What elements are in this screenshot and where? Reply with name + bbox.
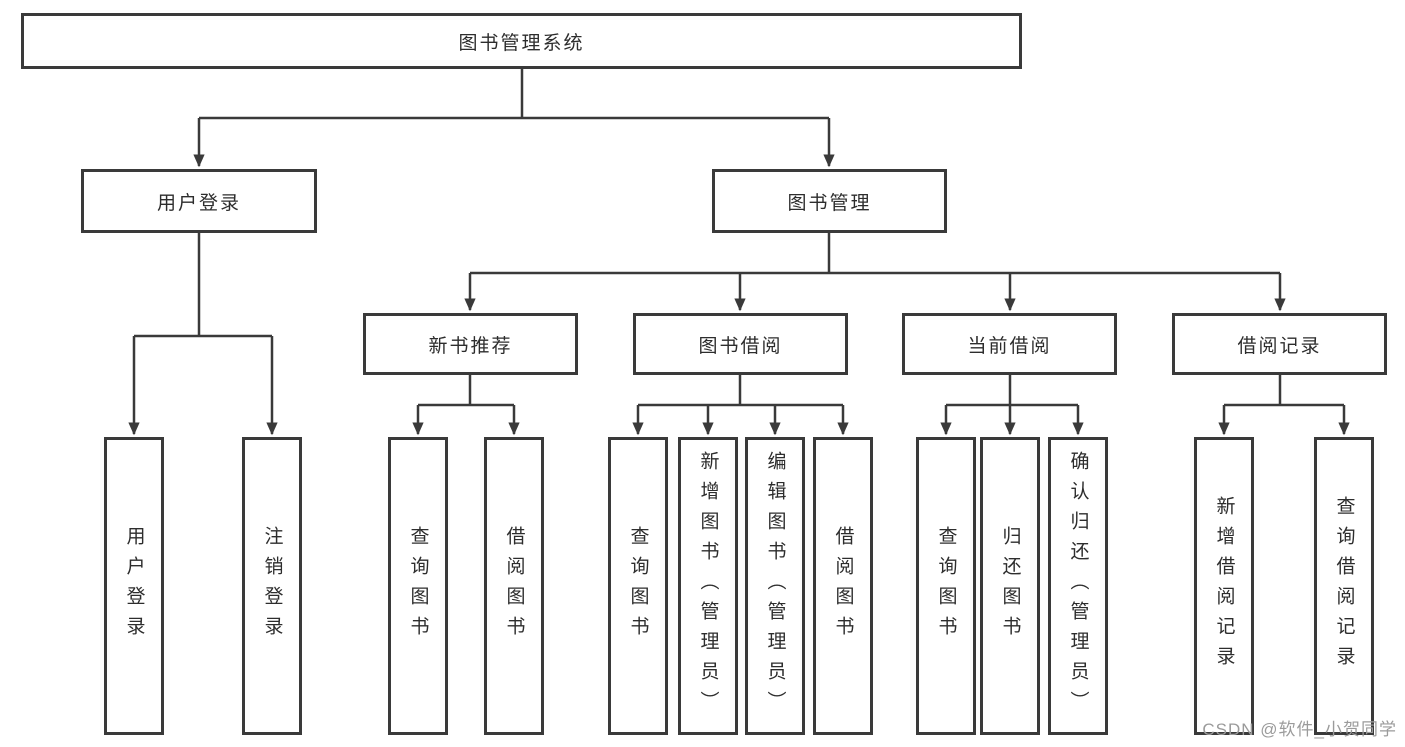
node-book-management: 图书管理: [712, 169, 947, 233]
leaf-query-books-borrowing-label: 查询图书: [627, 526, 649, 646]
leaf-query-books-recommend: 查询图书: [388, 437, 448, 735]
node-borrow-records-label: 借阅记录: [1237, 335, 1322, 357]
leaf-confirm-return-admin: 确认归还（管理员）: [1048, 437, 1108, 735]
leaf-borrow-books-recommend-label: 借阅图书: [503, 526, 525, 646]
leaf-add-books-admin-label: 新增图书（管理员）: [697, 451, 719, 721]
node-current-borrowing-label: 当前借阅: [967, 335, 1052, 357]
leaf-add-borrow-record-label: 新增借阅记录: [1213, 496, 1235, 676]
node-book-borrowing: 图书借阅: [633, 313, 848, 375]
leaf-edit-books-admin-label: 编辑图书（管理员）: [764, 451, 786, 721]
leaf-return-books-label: 归还图书: [999, 526, 1021, 646]
leaf-query-borrow-record-label: 查询借阅记录: [1333, 496, 1355, 676]
leaf-logout-label: 注销登录: [261, 526, 283, 646]
leaf-query-books-current: 查询图书: [916, 437, 976, 735]
leaf-edit-books-admin: 编辑图书（管理员）: [745, 437, 805, 735]
node-user-login-label: 用户登录: [156, 192, 241, 214]
leaf-query-borrow-record: 查询借阅记录: [1314, 437, 1374, 735]
csdn-watermark: CSDN @软件_小贺同学: [1202, 720, 1397, 739]
leaf-borrow-books-label: 借阅图书: [832, 526, 854, 646]
node-new-book-recommend-label: 新书推荐: [428, 335, 513, 357]
node-user-login: 用户登录: [81, 169, 317, 233]
node-system-root-label: 图书管理系统: [458, 32, 585, 54]
leaf-add-books-admin: 新增图书（管理员）: [678, 437, 738, 735]
leaf-borrow-books-recommend: 借阅图书: [484, 437, 544, 735]
leaf-query-books-current-label: 查询图书: [935, 526, 957, 646]
leaf-borrow-books: 借阅图书: [813, 437, 873, 735]
node-system-root: 图书管理系统: [21, 13, 1022, 69]
node-current-borrowing: 当前借阅: [902, 313, 1117, 375]
leaf-confirm-return-admin-label: 确认归还（管理员）: [1067, 451, 1089, 721]
node-borrow-records: 借阅记录: [1172, 313, 1387, 375]
leaf-user-login-label: 用户登录: [123, 526, 145, 646]
leaf-return-books: 归还图书: [980, 437, 1040, 735]
leaf-add-borrow-record: 新增借阅记录: [1194, 437, 1254, 735]
leaf-logout: 注销登录: [242, 437, 302, 735]
leaf-query-books-recommend-label: 查询图书: [407, 526, 429, 646]
node-book-borrowing-label: 图书借阅: [698, 335, 783, 357]
node-new-book-recommend: 新书推荐: [363, 313, 578, 375]
node-book-management-label: 图书管理: [787, 192, 872, 214]
leaf-query-books-borrowing: 查询图书: [608, 437, 668, 735]
leaf-user-login: 用户登录: [104, 437, 164, 735]
